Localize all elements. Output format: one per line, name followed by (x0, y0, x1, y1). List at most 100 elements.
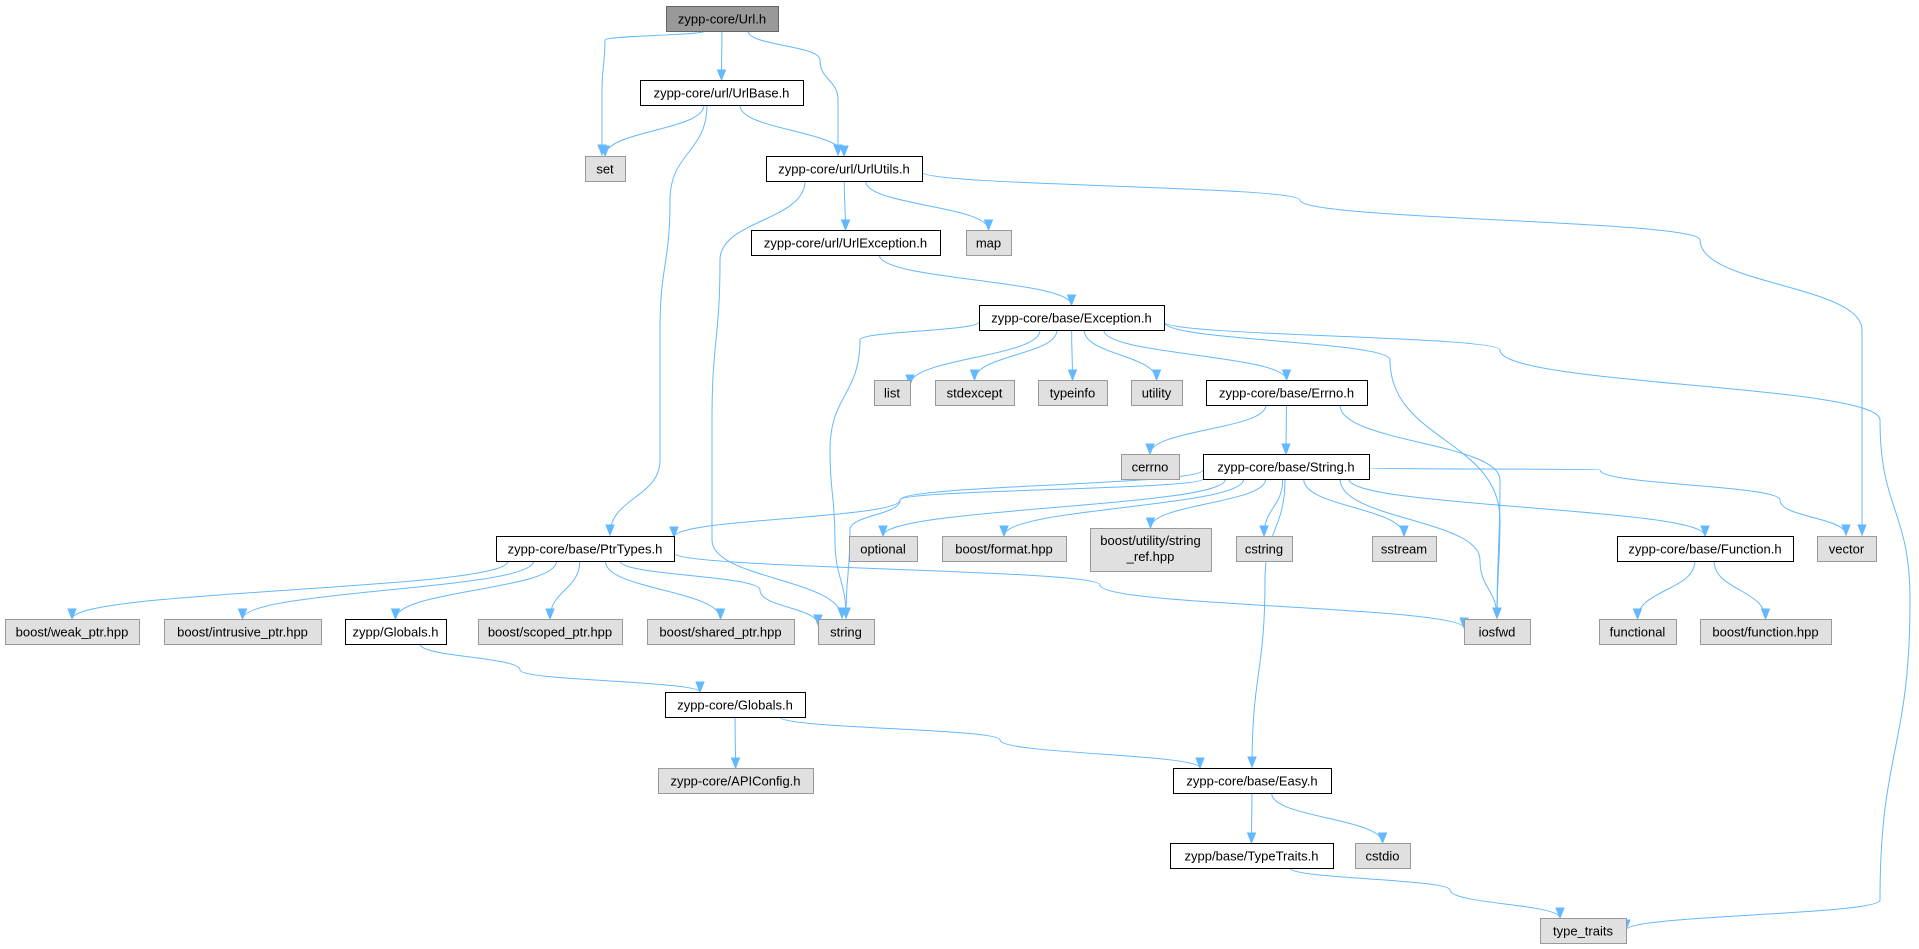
edge-url_h-to-urlbase (716, 30, 727, 82)
node-bfunction: boost/function.hpp (1700, 619, 1832, 645)
node-box (849, 536, 918, 562)
edge-easy-to-cstdio (1271, 792, 1388, 845)
edge-easy-to-typetraits_h (1246, 792, 1257, 845)
node-typetraits-h[interactable]: zypp/base/TypeTraits.h (1170, 843, 1334, 869)
node-label: zypp-core/base/Exception.h (991, 311, 1151, 326)
edge-line (1339, 404, 1501, 619)
node-cerrno: cerrno (1121, 454, 1180, 480)
edge-function_h-to-bfunction (1713, 560, 1771, 621)
arrowhead-icon (730, 757, 741, 770)
node-exception[interactable]: zypp-core/base/Exception.h (979, 305, 1165, 331)
node-errno-h[interactable]: zypp-core/base/Errno.h (1206, 380, 1368, 406)
node-string-h[interactable]: zypp-core/base/String.h (1203, 454, 1370, 480)
node-box (1173, 768, 1332, 794)
arrowhead-icon (1145, 517, 1156, 530)
edge-string_h-to-vector (1368, 467, 1851, 537)
edge-function_h-to-functional (1632, 560, 1696, 621)
node-ptrtypes[interactable]: zypp-core/base/PtrTypes.h (496, 536, 675, 562)
edge-urlutils-to-urlexc (840, 180, 851, 232)
node-label: zypp-core/base/Easy.h (1186, 774, 1317, 789)
edges-layer (67, 30, 1911, 932)
node-label: boost/function.hpp (1712, 625, 1818, 640)
node-box (1203, 454, 1370, 480)
arrowhead-icon (1377, 832, 1388, 845)
edge-errno_h-to-cerrno (1145, 404, 1267, 456)
arrowhead-icon (841, 607, 851, 620)
node-zcglobals[interactable]: zypp-core/Globals.h (665, 692, 806, 718)
node-cstdio: cstdio (1355, 843, 1411, 869)
edge-string_h-to-optional (878, 478, 1227, 538)
node-zglobals[interactable]: zypp/Globals.h (345, 619, 447, 645)
arrowhead-icon (1195, 757, 1205, 770)
arrowhead-icon (1246, 832, 1257, 845)
node-label: zypp-core/url/UrlBase.h (654, 86, 790, 101)
node-function-h[interactable]: zypp-core/base/Function.h (1617, 536, 1794, 562)
edge-errno_h-to-string_h (1281, 404, 1291, 456)
node-easy[interactable]: zypp-core/base/Easy.h (1173, 768, 1332, 794)
node-box (585, 156, 626, 182)
node-bshared: boost/shared_ptr.hpp (647, 619, 795, 645)
edge-urlexc-to-exception (878, 254, 1077, 307)
node-list: list (874, 380, 911, 406)
edge-line (609, 104, 708, 536)
edge-string_h-to-bstrref (1145, 478, 1267, 530)
arrowhead-icon (545, 608, 555, 621)
arrowhead-icon (1841, 524, 1851, 537)
arrowhead-icon (237, 608, 248, 621)
edge-ptrtypes-to-bintr (237, 560, 535, 621)
arrowhead-icon (1281, 369, 1292, 382)
edge-line (619, 560, 819, 626)
edge-line (1163, 321, 1501, 619)
edge-line (865, 180, 989, 231)
node-box (818, 619, 875, 645)
node-box (1464, 619, 1531, 645)
arrowhead-icon (983, 219, 994, 232)
node-sstream: sstream (1372, 536, 1437, 562)
arrowhead-icon (1555, 907, 1565, 920)
node-label: map (976, 236, 1001, 251)
edge-line (1713, 560, 1766, 620)
edge-string_h-to-function_h (1348, 478, 1710, 538)
edge-errno_h-to-iosfwd (1339, 404, 1502, 620)
edge-line (1303, 478, 1405, 537)
node-optional: optional (849, 536, 918, 562)
edge-urlutils-to-map (865, 180, 994, 232)
node-urlbase[interactable]: zypp-core/url/UrlBase.h (640, 80, 804, 106)
node-box (942, 536, 1067, 562)
node-label: string (830, 625, 862, 640)
edge-line (395, 560, 558, 620)
node-urlutils[interactable]: zypp-core/url/UrlUtils.h (766, 156, 923, 182)
node-box (496, 536, 675, 562)
node-label: zypp-core/base/Function.h (1628, 542, 1781, 557)
node-label: zypp/base/TypeTraits.h (1185, 849, 1319, 864)
node-urlexc[interactable]: zypp-core/url/UrlException.h (751, 230, 941, 256)
node-box (1599, 619, 1677, 645)
node-url-h[interactable]: zypp-core/Url.h (666, 6, 779, 32)
arrowhead-icon (1632, 608, 1643, 621)
arrowhead-icon (1259, 525, 1269, 538)
node-box (966, 230, 1012, 256)
edge-line (739, 104, 845, 157)
node-stdexcept: stdexcept (935, 380, 1015, 406)
node-label: cerrno (1132, 460, 1169, 475)
node-type-traits: type_traits (1540, 918, 1627, 944)
edge-line (779, 716, 1201, 769)
node-label: cstring (1245, 542, 1283, 557)
edge-exception-to-errno_h (1103, 329, 1292, 382)
arrowhead-icon (1247, 756, 1257, 769)
node-label: zypp-core/base/Errno.h (1219, 386, 1354, 401)
node-label: boost/scoped_ptr.hpp (488, 625, 612, 640)
edge-urlbase-to-set (600, 104, 705, 158)
edge-line (1103, 329, 1287, 381)
node-box (874, 380, 911, 406)
edge-ptrtypes-to-bshared (604, 560, 726, 621)
node-box (1236, 536, 1293, 562)
node-label: _ref.hpp (1126, 549, 1175, 564)
edge-string_h-to-easy (1247, 478, 1286, 769)
node-typeinfo: typeinfo (1038, 380, 1108, 406)
edge-exception-to-string (829, 321, 980, 620)
node-map: map (966, 230, 1012, 256)
arrowhead-icon (67, 608, 77, 621)
edge-line (1289, 867, 1561, 919)
node-label: vector (1829, 542, 1865, 557)
